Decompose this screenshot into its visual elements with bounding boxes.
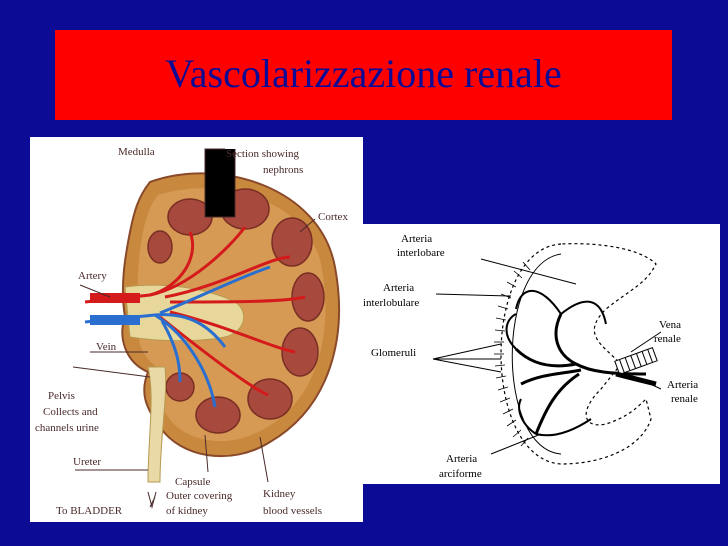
renal-vasculature-drawing: Arteria interlobare Arteria interlobular…	[363, 233, 698, 480]
title-bar: Vascolarizzazione renale	[55, 30, 672, 120]
label-ureter: Ureter	[73, 456, 101, 468]
label-kidney-line1: Kidney	[263, 488, 296, 500]
label-arciforme-2: arciforme	[439, 468, 482, 480]
label-arteria-renale-1: Arteria	[667, 379, 698, 391]
label-arteria-renale-2: renale	[671, 393, 698, 405]
label-pelvis-line1: Pelvis	[48, 390, 75, 402]
label-section-line2: nephrons	[263, 164, 303, 176]
label-pelvis-line2: Collects and	[43, 406, 98, 418]
label-cortex: Cortex	[318, 211, 348, 223]
label-capsule-line3: of kidney	[166, 505, 208, 517]
label-kidney-line2: blood vessels	[263, 505, 322, 517]
label-interlobare-2: interlobare	[397, 247, 445, 259]
label-medulla: Medulla	[118, 146, 155, 158]
slide-title: Vascolarizzazione renale	[165, 51, 562, 96]
label-vena-1: Vena	[659, 319, 681, 331]
label-vena-2: renale	[654, 333, 681, 345]
label-capsule-line1: Capsule	[175, 476, 211, 488]
label-artery: Artery	[78, 270, 107, 282]
label-interlobulare-1: Arteria	[383, 282, 414, 294]
kidney-illustration: Medulla Section showing nephrons Cortex …	[30, 137, 363, 522]
label-vein: Vein	[96, 341, 117, 353]
label-glomeruli: Glomeruli	[371, 347, 416, 359]
label-interlobulare-2: interlobulare	[363, 297, 419, 309]
label-capsule-line2: Outer covering	[166, 490, 233, 502]
kidney-cross-section-drawing: Medulla Section showing nephrons Cortex …	[35, 146, 348, 517]
label-to-bladder: To BLADDER	[56, 505, 123, 517]
label-pelvis-line3: channels urine	[35, 422, 99, 434]
label-interlobare-1: Arteria	[401, 233, 432, 245]
label-section-line1: Section showing	[226, 148, 300, 160]
label-arciforme-1: Arteria	[446, 453, 477, 465]
renal-vasculature-schematic: Arteria interlobare Arteria interlobular…	[361, 224, 720, 484]
